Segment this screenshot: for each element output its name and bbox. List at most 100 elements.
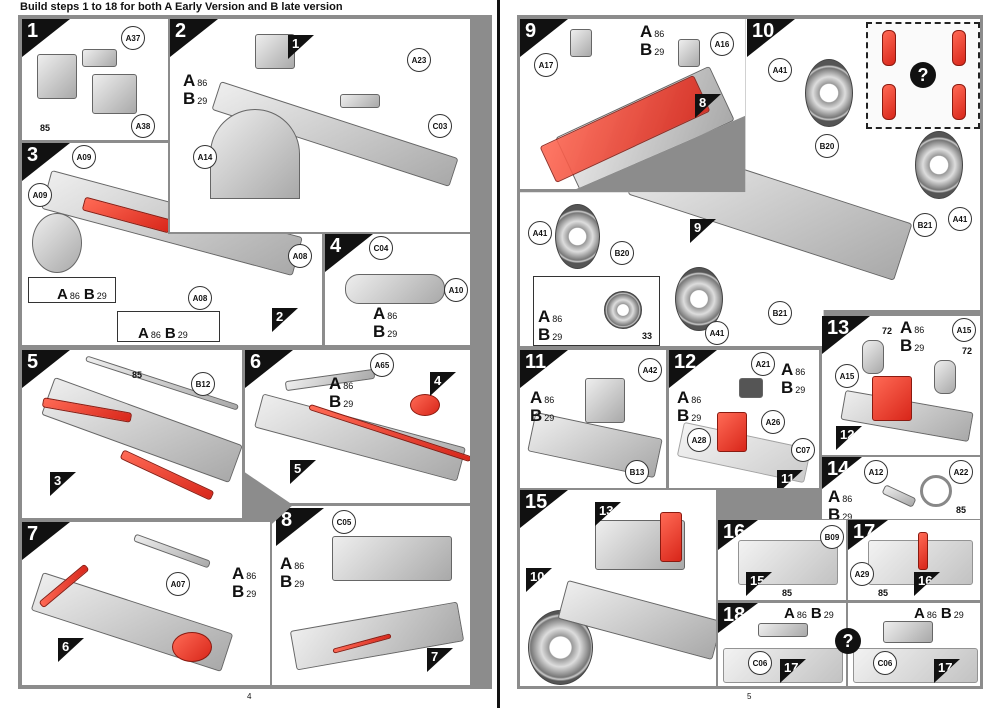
subassembly-ref: 5 bbox=[290, 460, 316, 484]
part-callout: C07 bbox=[791, 438, 815, 462]
part-drawing-highlighted bbox=[717, 412, 747, 452]
subassembly-ref: 3 bbox=[50, 472, 76, 496]
part-callout: B20 bbox=[815, 134, 839, 158]
part-callout: A12 bbox=[864, 460, 888, 484]
paint-code: 72 bbox=[962, 346, 973, 356]
part-callout: B12 bbox=[191, 372, 215, 396]
part-callout: A22 bbox=[949, 460, 973, 484]
step-number-badge: 11 bbox=[520, 350, 568, 388]
question-icon: ? bbox=[910, 62, 936, 88]
step-number-badge: 9 bbox=[520, 19, 568, 57]
part-callout: A10 bbox=[444, 278, 468, 302]
subassembly-ref: 9 bbox=[690, 219, 716, 243]
step-number-badge: 18 bbox=[718, 603, 758, 633]
step-1-panel: 1 A37 A38 85 bbox=[22, 19, 168, 140]
step-number-badge: 1 bbox=[22, 19, 70, 57]
part-callout: A38 bbox=[131, 114, 155, 138]
part-drawing bbox=[862, 340, 884, 374]
part-callout: A07 bbox=[166, 572, 190, 596]
part-callout: C06 bbox=[748, 651, 772, 675]
part-callout: A21 bbox=[751, 352, 775, 376]
part-callout: C05 bbox=[332, 510, 356, 534]
subassembly-ref: 10 bbox=[526, 568, 552, 592]
tyre-drawing bbox=[915, 131, 963, 199]
part-callout: A65 bbox=[370, 353, 394, 377]
step-15-panel: 15 13 10 bbox=[520, 490, 716, 686]
part-drawing bbox=[345, 274, 445, 304]
page-header: Build steps 1 to 18 for both A Early Ver… bbox=[20, 1, 343, 13]
part-drawing bbox=[133, 533, 211, 569]
subassembly-ref: 12 bbox=[836, 426, 862, 450]
part-callout: A28 bbox=[687, 428, 711, 452]
paint-code: 72 bbox=[882, 326, 893, 336]
part-callout: A15 bbox=[835, 364, 859, 388]
part-drawing bbox=[82, 49, 117, 67]
subassembly-ref: 6 bbox=[58, 638, 84, 662]
step-number-badge: 15 bbox=[520, 490, 568, 528]
part-drawing bbox=[585, 378, 625, 423]
part-callout: A17 bbox=[534, 53, 558, 77]
part-drawing bbox=[758, 623, 808, 637]
part-drawing bbox=[92, 74, 137, 114]
part-callout: A15 bbox=[952, 318, 976, 342]
part-callout: A26 bbox=[761, 410, 785, 434]
part-drawing bbox=[678, 39, 700, 67]
part-callout: A41 bbox=[705, 321, 729, 345]
part-callout: A41 bbox=[528, 221, 552, 245]
glue-code: 85 bbox=[132, 370, 143, 380]
part-callout: A29 bbox=[850, 562, 874, 586]
step-number-badge: 10 bbox=[747, 19, 795, 57]
step-number-badge: 14 bbox=[822, 457, 862, 489]
part-callout: C03 bbox=[428, 114, 452, 138]
tyre-highlighted bbox=[952, 84, 966, 120]
steering-wheel-drawing bbox=[920, 475, 952, 507]
tyre-highlighted bbox=[882, 84, 896, 120]
part-drawing-highlighted bbox=[410, 394, 440, 416]
part-callout: B21 bbox=[913, 213, 937, 237]
part-callout: A16 bbox=[710, 32, 734, 56]
tyre-drawing bbox=[675, 267, 723, 331]
part-drawing bbox=[210, 109, 300, 199]
part-drawing bbox=[340, 94, 380, 108]
step-16-panel: 16 B09 15 85 bbox=[718, 520, 846, 600]
part-callout: A41 bbox=[948, 207, 972, 231]
part-drawing bbox=[934, 360, 956, 394]
glue-code: 85 bbox=[956, 505, 967, 515]
part-drawing bbox=[739, 378, 763, 398]
part-drawing-highlighted bbox=[172, 632, 212, 662]
part-callout: A42 bbox=[638, 358, 662, 382]
question-icon: ? bbox=[835, 628, 861, 654]
part-callout: A37 bbox=[121, 26, 145, 50]
glue-code: 85 bbox=[878, 588, 889, 598]
part-callout: A41 bbox=[768, 58, 792, 82]
glue-code: 85 bbox=[40, 123, 51, 133]
part-callout: B20 bbox=[610, 241, 634, 265]
glue-code: 85 bbox=[782, 588, 793, 598]
part-callout: C04 bbox=[369, 236, 393, 260]
part-drawing bbox=[37, 54, 77, 99]
tyre-highlighted bbox=[882, 30, 896, 66]
page-number-left: 4 bbox=[247, 692, 252, 701]
tyre-drawing bbox=[555, 204, 600, 269]
step-5-panel: 5 85 B12 3 bbox=[22, 350, 242, 518]
part-drawing-highlighted bbox=[872, 376, 912, 421]
step-number-badge: 2 bbox=[170, 19, 218, 57]
part-drawing bbox=[32, 213, 82, 273]
